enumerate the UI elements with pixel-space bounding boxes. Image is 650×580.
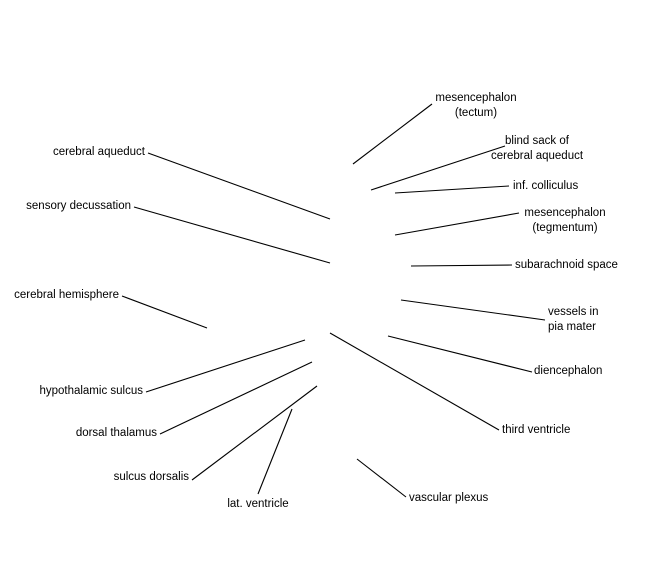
leader-mesencephalon-tegmentum xyxy=(394,212,520,236)
label-hypothalamic-sulcus: hypothalamic sulcus xyxy=(39,385,143,397)
leader-lat-ventricle xyxy=(257,408,293,495)
leader-mesencephalon-tectum xyxy=(352,103,433,165)
leader-sulcus-dorsalis xyxy=(191,385,318,481)
label-mesencephalon-tectum: mesencephalon (tectum) xyxy=(435,92,517,119)
leader-hypothalamic-sulcus xyxy=(145,339,306,393)
label-dorsal-thalamus: dorsal thalamus xyxy=(75,427,157,439)
label-third-ventricle: third ventricle xyxy=(502,424,571,436)
label-sensory-decussation: sensory decussation xyxy=(26,200,131,212)
leader-subarachnoid-space xyxy=(410,264,513,267)
leader-vascular-plexus xyxy=(356,458,407,498)
label-vessels-in-pia-mater: vessels in pia mater xyxy=(548,306,599,333)
label-cerebral-hemisphere: cerebral hemisphere xyxy=(14,289,119,301)
label-blind-sack-of-cerebral-aqueduct: blind sack of cerebral aqueduct xyxy=(490,135,584,162)
label-inf-colliculus: inf. colliculus xyxy=(513,180,579,192)
leader-diencephalon xyxy=(387,335,533,373)
leader-vessels-pia-mater xyxy=(400,299,546,321)
leader-blind-sack xyxy=(370,145,506,191)
leader-dorsal-thalamus xyxy=(159,361,313,435)
leader-inf-colliculus xyxy=(394,185,510,194)
label-subarachnoid-space: subarachnoid space xyxy=(515,259,618,271)
label-diencephalon: diencephalon xyxy=(534,365,603,377)
label-mesencephalon-tegmentum: mesencephalon (tegmentum) xyxy=(524,207,606,234)
leader-cerebral-aqueduct xyxy=(147,152,331,220)
label-lat-ventricle: lat. ventricle xyxy=(227,498,289,510)
leader-third-ventricle xyxy=(329,332,500,431)
leader-cerebral-hemisphere xyxy=(121,295,208,329)
label-cerebral-aqueduct: cerebral aqueduct xyxy=(52,146,145,158)
label-vascular-plexus: vascular plexus xyxy=(409,492,489,504)
leader-sensory-decussation xyxy=(133,206,331,264)
label-sulcus-dorsalis: sulcus dorsalis xyxy=(113,471,189,483)
